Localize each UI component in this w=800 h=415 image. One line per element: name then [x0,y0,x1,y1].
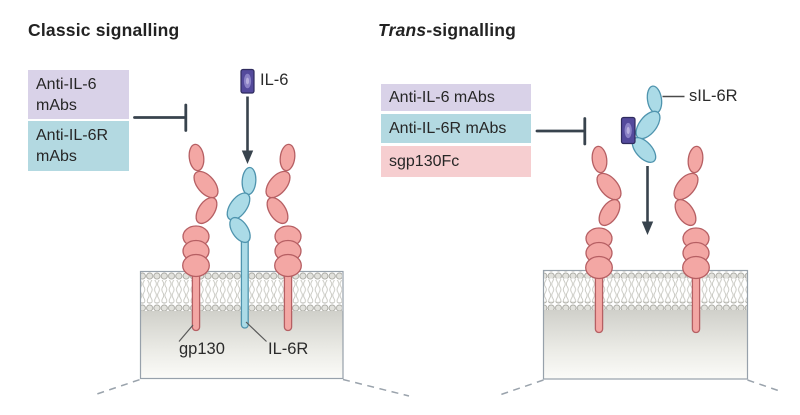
trans-title: Trans-signalling [378,20,516,41]
dashed-edge-line [342,378,410,397]
il6-molecule-icon [240,68,255,94]
il6-molecule-icon [620,116,636,145]
anti-il6-mabs-box: Anti-IL-6 mAbs [28,70,129,119]
cell-outline [542,269,749,380]
gp130-label: gp130 [179,340,225,358]
il6r-label: IL-6R [268,340,309,358]
dashed-edge-line [500,379,544,396]
down-arrow-icon-classic [241,96,254,164]
gp130-callout-line [178,324,194,342]
cell-body [543,310,748,379]
classic-title-text: Classic signalling [28,20,180,40]
trans-title-italic: Trans [378,20,427,40]
anti-il6r-mabs-box: Anti-IL-6R mAbs [381,114,531,143]
anti-il6-mabs-line1: Anti-IL-6 [36,76,97,93]
trans-title-rest: -signalling [426,20,517,40]
anti-il6r-mabs-box: Anti-IL-6R mAbs [28,121,129,171]
inhibition-tee-icon-trans [535,117,587,146]
il6r-callout-line [245,321,267,342]
sil6r-receptor [631,85,663,164]
cell-trans [542,269,749,380]
sil6r-label: sIL-6R [689,87,738,105]
il6-label: IL-6 [260,71,289,89]
dashed-edge-line [96,378,141,395]
membrane-lipid-tails [544,279,747,302]
anti-il6-mabs-box: Anti-IL-6 mAbs [381,84,531,111]
il6r-receptor [226,166,257,329]
anti-il6r-mabs-line2: mAbs [36,148,77,165]
down-arrow-icon-trans [641,166,654,235]
anti-il6r-mabs-line1: Anti-IL-6R [36,127,109,144]
membrane-outer-heads [544,270,747,279]
membrane-inner-heads [544,301,747,310]
dashed-edge-line [747,379,782,393]
sgp130fc-box: sgp130Fc [381,146,531,177]
anti-il6-mabs-line2: mAbs [36,97,77,114]
classic-title: Classic signalling [28,20,179,41]
inhibition-tee-icon-classic [133,103,188,132]
